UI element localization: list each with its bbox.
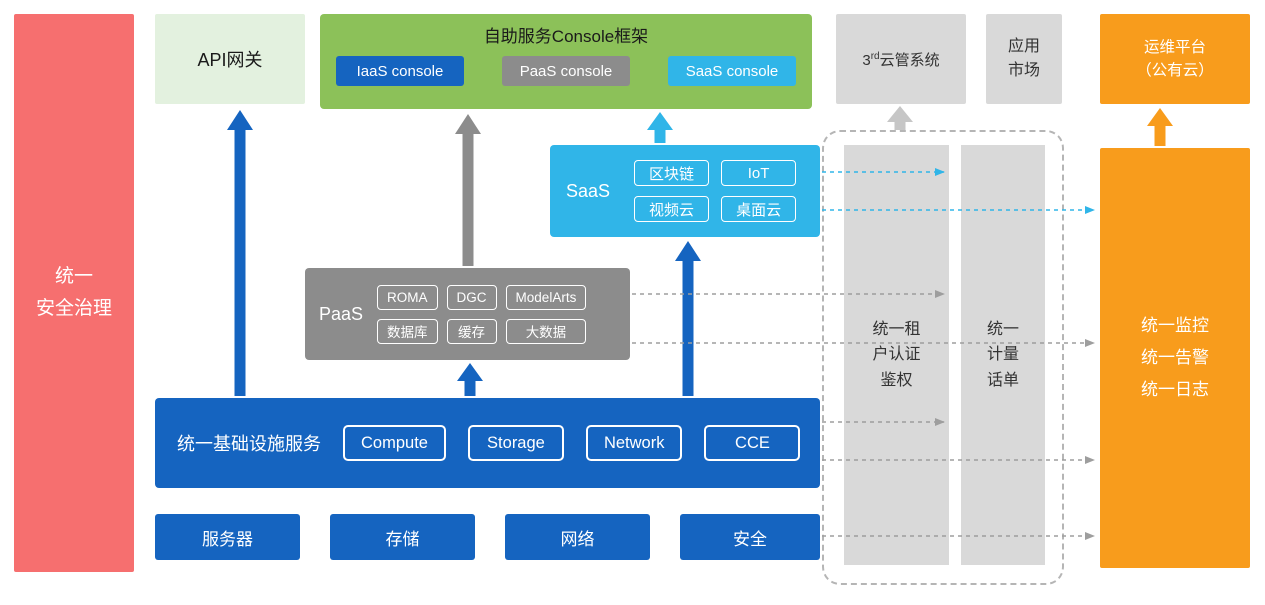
storage-box: 存储 <box>330 514 475 560</box>
saas-chip-iot: IoT <box>721 160 797 186</box>
auth-bar-label: 统一租 户认证 鉴权 <box>872 320 921 389</box>
saas-chips: 区块链 IoT 视频云 桌面云 <box>634 160 797 222</box>
arrow-monitoring-to-ops <box>1147 108 1173 146</box>
third-party-cloud-box: 3rd云管系统 <box>836 14 966 104</box>
app-market-label: 应用 市场 <box>1007 38 1040 79</box>
ops-platform-box: 运维平台 （公有云） <box>1100 14 1250 104</box>
paas-chip-dgc: DGC <box>446 284 497 310</box>
arrow-infra-to-saas <box>675 241 701 396</box>
billing-bar: 统一 计量 话单 <box>961 145 1045 565</box>
console-buttons-row: IaaS console PaaS console SaaS console <box>320 56 812 86</box>
infra-chip-compute: Compute <box>343 425 446 461</box>
infra-chip-network: Network <box>585 425 683 461</box>
api-gateway-label: API网关 <box>197 50 263 70</box>
third-party-cloud-label: 3rd云管系统 <box>862 50 940 69</box>
security-box: 安全 <box>680 514 820 560</box>
paas-chips: ROMA DGC ModelArts 数据库 缓存 大数据 <box>377 284 587 344</box>
security-governance-bar: 统一 安全治理 <box>14 14 134 572</box>
app-market-box: 应用 市场 <box>986 14 1062 104</box>
infrastructure-label: 统一基础设施服务 <box>177 434 321 454</box>
auth-bar: 统一租 户认证 鉴权 <box>844 145 949 565</box>
infra-chip-storage: Storage <box>467 425 564 461</box>
arrow-paas-to-console <box>455 114 481 266</box>
tenant-services-group-outline <box>822 130 1064 585</box>
saas-console-button: SaaS console <box>668 56 796 86</box>
infrastructure-chips: Compute Storage Network CCE <box>343 425 801 461</box>
saas-label: SaaS <box>566 180 611 201</box>
server-box: 服务器 <box>155 514 300 560</box>
paas-chip-roma: ROMA <box>377 284 438 310</box>
arrow-group-to-third-party <box>887 106 913 130</box>
network-box: 网络 <box>505 514 650 560</box>
paas-chip-bigdata: 大数据 <box>505 318 587 344</box>
monitoring-label: 统一监控 统一告警 统一日志 <box>1141 315 1209 400</box>
infrastructure-box: 统一基础设施服务 Compute Storage Network CCE <box>155 398 820 488</box>
saas-layer-box: SaaS 区块链 IoT 视频云 桌面云 <box>550 145 820 237</box>
paas-console-button: PaaS console <box>502 56 630 86</box>
iaas-console-button: IaaS console <box>336 56 464 86</box>
console-framework-title: 自助服务Console框架 <box>483 27 649 46</box>
saas-chip-desktop-cloud: 桌面云 <box>721 196 797 222</box>
arrow-saas-to-console <box>647 112 673 143</box>
infra-chip-cce: CCE <box>704 425 801 461</box>
api-gateway-box: API网关 <box>155 14 305 104</box>
paas-chip-modelarts: ModelArts <box>505 284 587 310</box>
ops-platform-label: 运维平台 （公有云） <box>1136 38 1214 79</box>
paas-chip-cache: 缓存 <box>446 318 497 344</box>
saas-chip-video-cloud: 视频云 <box>634 196 710 222</box>
console-framework-box: 自助服务Console框架 IaaS console PaaS console … <box>320 14 812 109</box>
paas-layer-box: PaaS ROMA DGC ModelArts 数据库 缓存 大数据 <box>305 268 630 360</box>
saas-chip-blockchain: 区块链 <box>634 160 710 186</box>
arrow-infra-to-paas <box>457 363 483 396</box>
paas-label: PaaS <box>319 303 364 324</box>
billing-bar-label: 统一 计量 话单 <box>986 320 1019 389</box>
arrow-infra-to-api-gateway <box>227 110 253 396</box>
security-governance-label: 统一 安全治理 <box>35 265 112 319</box>
monitoring-box: 统一监控 统一告警 统一日志 <box>1100 148 1250 568</box>
paas-chip-database: 数据库 <box>377 318 438 344</box>
